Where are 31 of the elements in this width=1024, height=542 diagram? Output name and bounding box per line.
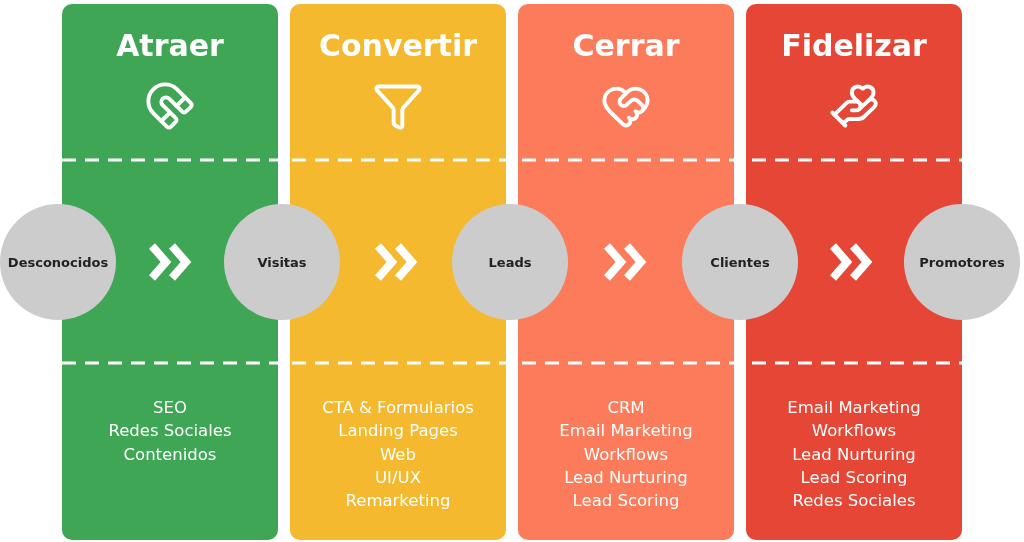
stage-heading: Atraer	[115, 28, 225, 63]
list-item: Email Marketing	[787, 397, 921, 419]
list-item: Lead Scoring	[800, 466, 908, 489]
list-item: SEO	[153, 397, 187, 419]
stage-label: Visitas	[257, 254, 307, 270]
stage-label: Promotores	[919, 254, 1005, 270]
list-item: Lead Scoring	[572, 490, 680, 513]
list-item: UI/UX	[375, 466, 421, 489]
list-item: Contenidos	[123, 443, 217, 466]
list-item: Web	[380, 443, 416, 466]
list-item: Redes Sociales	[108, 420, 232, 443]
stage-heading: Cerrar	[571, 28, 681, 63]
stage-heading: Convertir	[317, 28, 479, 63]
stage-label: Desconocidos	[7, 254, 109, 270]
chevron-arrow	[603, 242, 647, 282]
chevron-arrow	[374, 242, 418, 282]
list-item: Workflows	[811, 420, 897, 443]
list-item: Remarketing	[345, 490, 451, 513]
stage-heading: Fidelizar	[780, 28, 928, 63]
stage-label: Leads	[488, 254, 532, 270]
list-item: Workflows	[583, 443, 669, 466]
chevron-arrow	[148, 242, 192, 282]
list-item: Lead Nurturing	[564, 466, 688, 489]
chevron-arrow	[829, 242, 873, 282]
list-item: Lead Nurturing	[792, 443, 916, 466]
list-item: Redes Sociales	[792, 490, 916, 513]
list-item: Email Marketing	[559, 420, 693, 443]
stage-label: Clientes	[710, 254, 770, 270]
list-item: CTA & Formularios	[322, 397, 474, 419]
list-item: CRM	[607, 397, 645, 419]
list-item: Landing Pages	[338, 420, 458, 443]
